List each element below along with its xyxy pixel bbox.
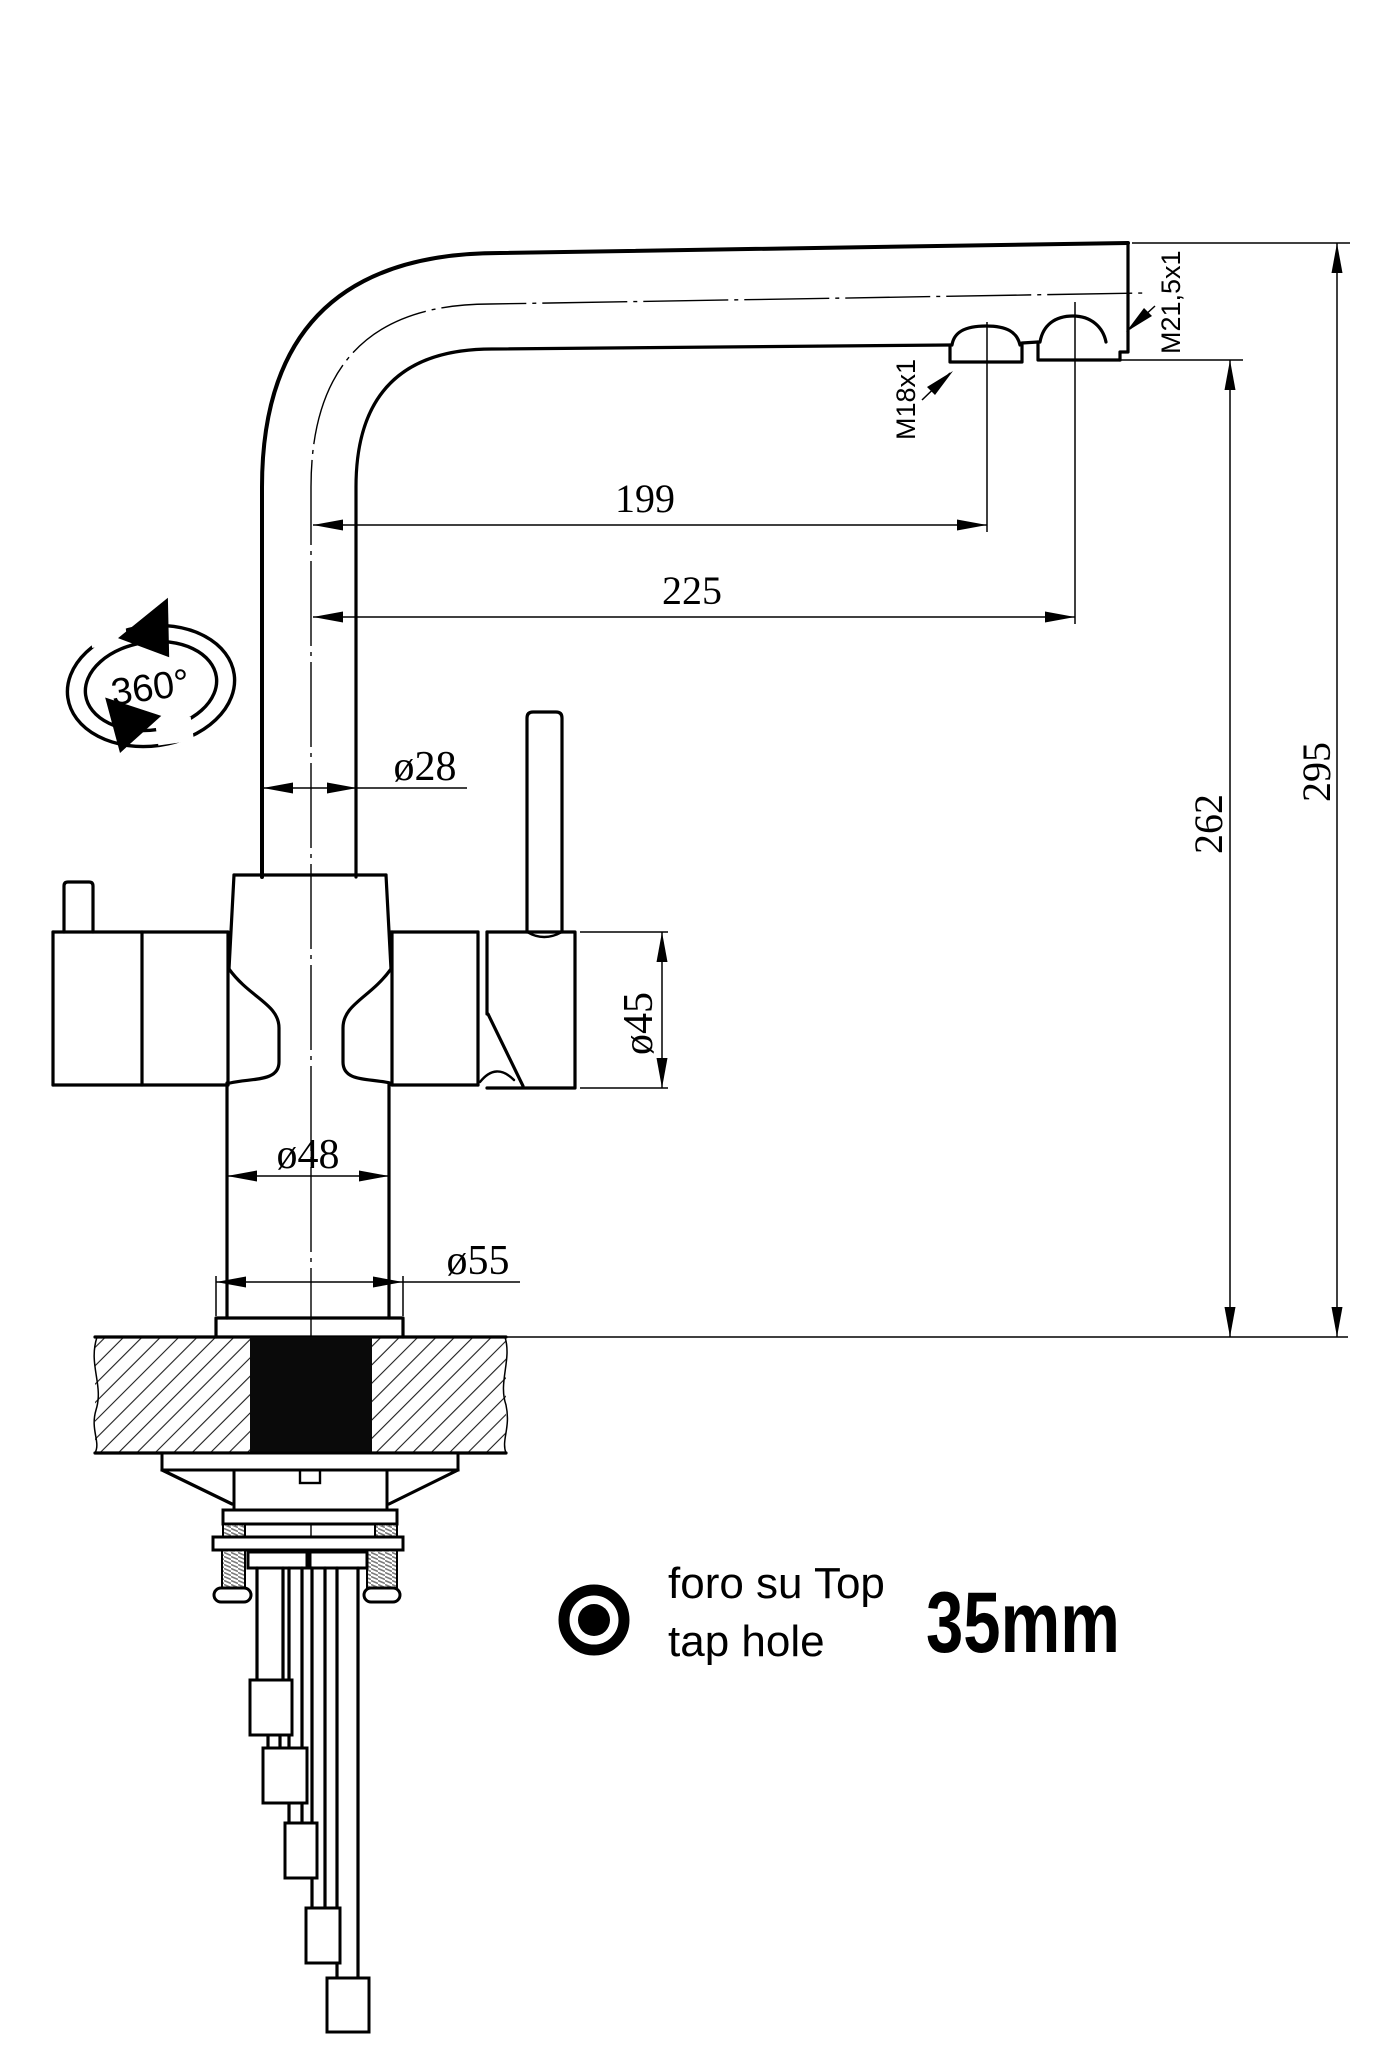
thread-callout-m21: M21,5x1 (1126, 250, 1186, 354)
tap-hole-note: foro su Top tap hole 35mm (558, 1559, 1120, 1671)
supply-hoses (248, 1566, 371, 2034)
handle-left (51, 880, 230, 1087)
note-foro-su-top: foro su Top (668, 1559, 885, 1608)
threaded-shank (250, 1337, 372, 1453)
mounting-hardware (160, 1451, 460, 1604)
swivel-360-label: 360° (108, 662, 192, 715)
dim-d55: ø55 (215, 1238, 520, 1316)
faucet-body (214, 873, 405, 1339)
handle-right (389, 710, 577, 1090)
dim-295: 295 (506, 242, 1350, 1338)
thread-callout-m18: M18x1 (891, 359, 953, 440)
handle-left-lever-tab (62, 880, 95, 934)
dim-225-label: 225 (662, 568, 722, 613)
hose-connector (283, 1821, 319, 1880)
hose-connector (304, 1906, 342, 1965)
hose-connector (325, 1976, 371, 2034)
dim-295-label: 295 (1294, 742, 1339, 802)
dim-d48-label: ø48 (277, 1132, 340, 1178)
faucet-spout (260, 241, 1130, 879)
aerator-nozzle (948, 324, 1040, 364)
handle-right-lever-rod (525, 710, 564, 934)
dim-262-label: 262 (1186, 794, 1231, 854)
tap-hole-icon (558, 1584, 630, 1656)
countertop (93, 1335, 509, 1455)
note-tap-hole: tap hole (668, 1617, 825, 1666)
stud-left (221, 1549, 246, 1589)
swivel-360-icon: 360° (65, 597, 237, 753)
centerline-vertical (310, 292, 1144, 1555)
dim-d55-label: ø55 (447, 1238, 510, 1284)
note-hole-size: 35mm (926, 1575, 1120, 1671)
hose-connector (248, 1678, 294, 1737)
thread-m21-label: M21,5x1 (1156, 250, 1186, 354)
spout-nozzles (948, 302, 1122, 624)
dim-d48: ø48 (227, 1132, 389, 1182)
mounting-nut (232, 1468, 389, 1512)
hose-connector (261, 1746, 309, 1805)
dim-199-label: 199 (615, 476, 675, 521)
dim-262: 262 (1112, 359, 1243, 1337)
dim-d45-label: ø45 (616, 992, 662, 1055)
dim-d28-label: ø28 (394, 744, 457, 790)
dim-225: 225 (313, 568, 1075, 623)
stud-right (366, 1549, 398, 1589)
dim-d45: ø45 (580, 931, 668, 1089)
tip-nozzle (1036, 314, 1122, 362)
dim-199: 199 (313, 476, 987, 531)
dim-d28: ø28 (263, 744, 467, 794)
thread-m18-label: M18x1 (891, 359, 921, 440)
